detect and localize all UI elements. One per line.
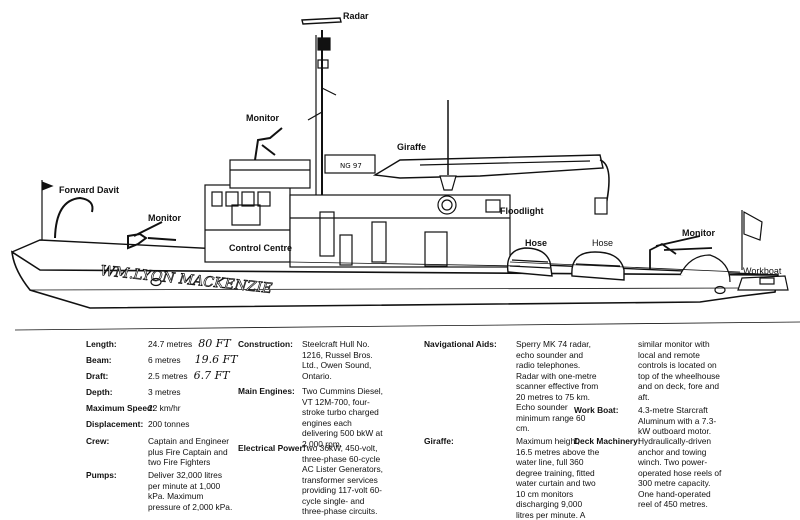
spec-key: Work Boat: xyxy=(574,405,619,415)
spec-key: Electrical Power: xyxy=(238,443,306,453)
label-radar: Radar xyxy=(343,11,369,21)
label-giraffe: Giraffe xyxy=(397,142,427,152)
label-forward-davit: Forward Davit xyxy=(59,185,120,195)
spec-key: Displacement: xyxy=(86,419,144,429)
spec-value: Two 36kW, 450-volt, three-phase 60-cycle… xyxy=(302,443,383,516)
label-control-centre: Control Centre xyxy=(229,243,292,253)
label-hose-2: Hose xyxy=(592,238,614,248)
spec-key: Draft: xyxy=(86,371,109,381)
wheelhouse xyxy=(204,184,291,263)
label-workboat: Workboat xyxy=(743,266,782,276)
spec-value: 200 tonnes xyxy=(148,419,190,429)
spec-value: Deliver 32,000 litres per minute at 1,00… xyxy=(148,470,233,512)
spec-key: Main Engines: xyxy=(238,386,295,396)
superstructure xyxy=(289,194,511,268)
workboat xyxy=(737,275,789,291)
hose-reel-1 xyxy=(506,247,553,277)
spec-value: 3 metres xyxy=(148,387,181,397)
label-monitor-bow: Monitor xyxy=(148,213,181,223)
spec-value: Two Cummins Diesel, VT 12M-700, four- st… xyxy=(302,386,383,449)
giraffe-boom xyxy=(372,154,604,179)
spec-key: Giraffe: xyxy=(424,436,454,446)
spec-key: Crew: xyxy=(86,436,110,446)
spec-key: Maximum Speed: xyxy=(86,403,155,413)
label-hose-1: Hose xyxy=(525,238,548,248)
spec-key: Depth: xyxy=(86,387,113,397)
forward-davit xyxy=(54,196,94,239)
spec-value: Captain and Engineer plus Fire Captain a… xyxy=(148,436,230,467)
label-floodlight: Floodlight xyxy=(500,206,544,216)
stern-monitor xyxy=(649,235,713,270)
floodlight xyxy=(485,199,501,213)
bow-monitor xyxy=(127,221,177,250)
spec-value: Hydraulically-driven anchor and towing w… xyxy=(638,436,722,509)
crest xyxy=(437,195,457,215)
radar-scanner xyxy=(301,17,342,25)
spec-key: Pumps: xyxy=(86,470,117,480)
spec-key: Deck Machinery: xyxy=(574,436,641,446)
spec-key: Navigational Aids: xyxy=(424,339,497,349)
spec-value: 22 km/hr xyxy=(148,403,181,413)
spec-value: 4.3-metre Starcraft Aluminum with a 7.3-… xyxy=(638,405,717,436)
handwritten-note: 6.7 FT xyxy=(193,369,230,382)
spec-key: Construction: xyxy=(238,339,293,349)
baseline xyxy=(14,321,800,331)
wheelhouse-monitor xyxy=(254,127,283,161)
spec-key: Length: xyxy=(86,339,117,349)
svg-text:NG 97: NG 97 xyxy=(340,162,362,170)
spec-value: similar monitor with local and remote co… xyxy=(638,339,720,402)
spec-key: Beam: xyxy=(86,355,112,365)
spec-value: Maximum height, 16.5 metres above the wa… xyxy=(516,436,600,520)
spec-value: Sperry MK 74 radar, echo sounder and rad… xyxy=(516,339,599,433)
spec-value: Steelcraft Hull No. 1216, Russel Bros. L… xyxy=(302,339,373,381)
label-monitor-mast: Monitor xyxy=(246,113,279,123)
handwritten-note: 80 FT xyxy=(198,337,231,350)
label-monitor-stern: Monitor xyxy=(682,228,715,238)
handwritten-note: 19.6 FT xyxy=(194,353,238,366)
fireboat-profile-drawing: WM.LYON MACKENZIE NG 97 xyxy=(11,17,800,331)
